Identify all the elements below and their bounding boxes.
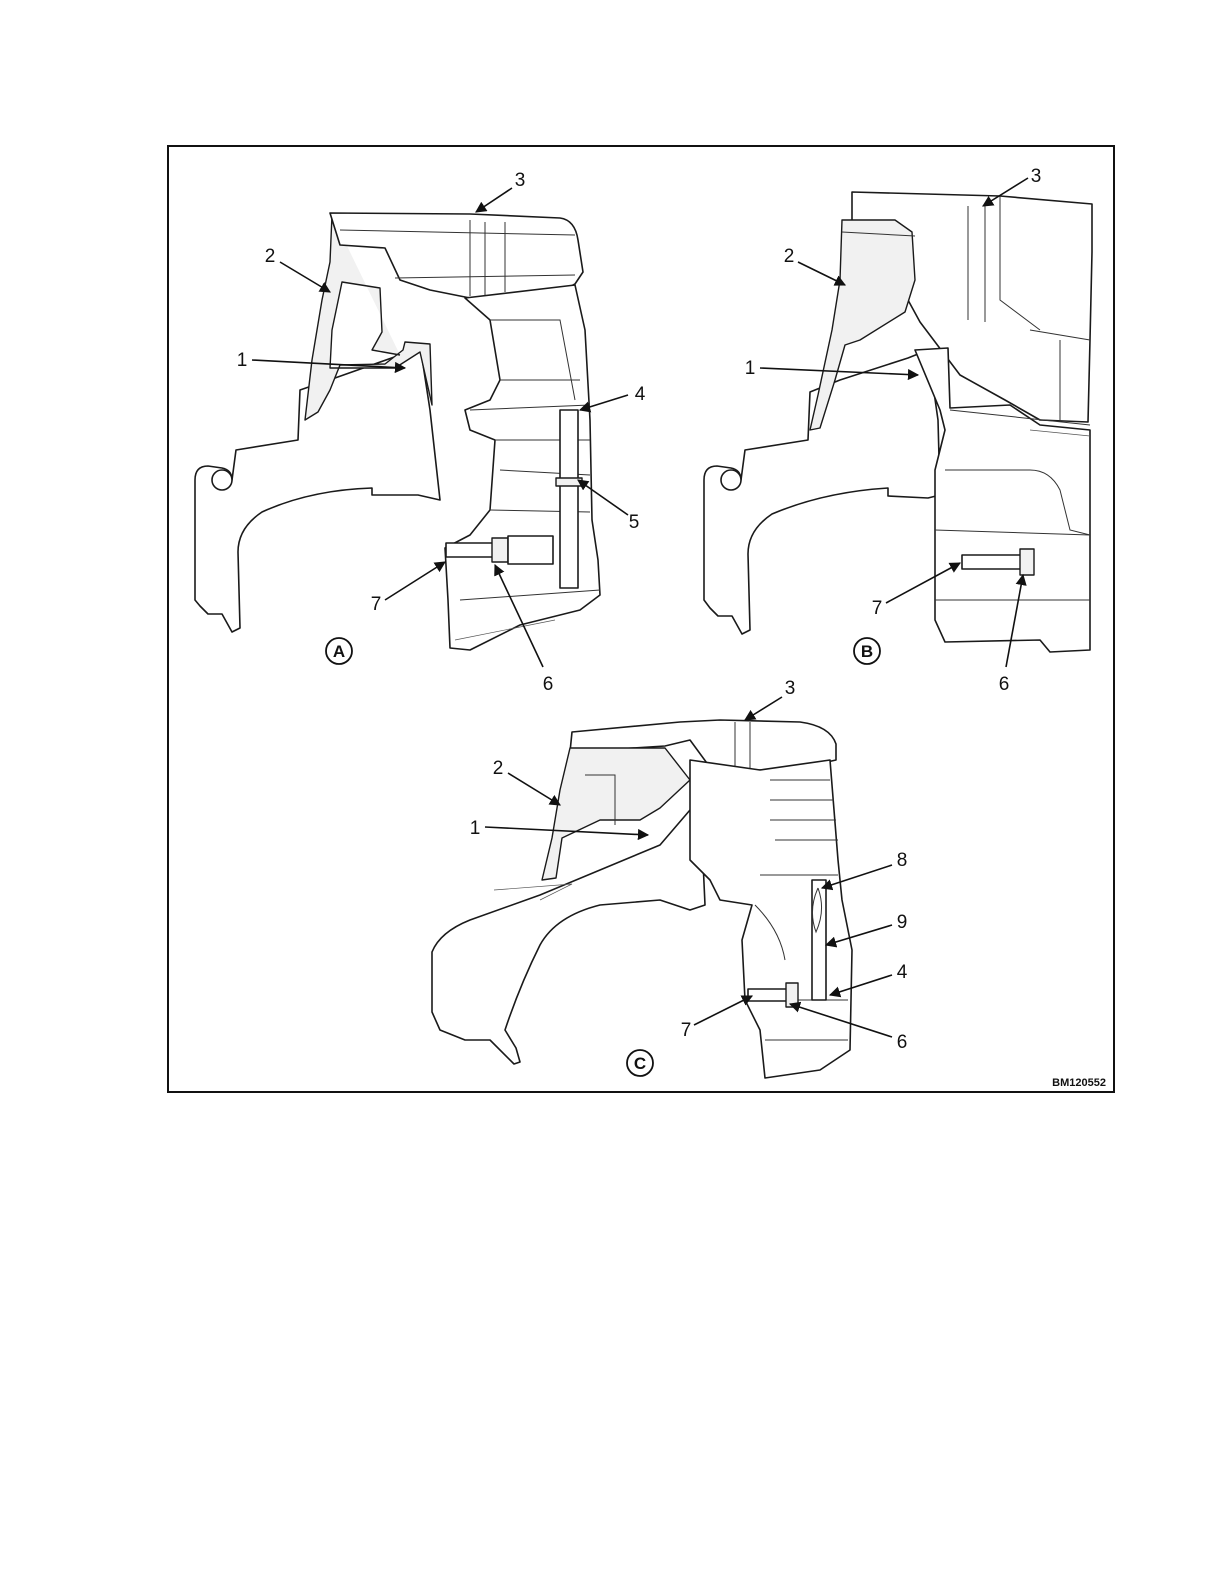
view-a-bracket-hole xyxy=(212,470,232,490)
leader-c-7 xyxy=(694,996,752,1025)
callout-a-2: 2 xyxy=(265,246,276,267)
view-a-pivot-rod xyxy=(560,410,578,588)
callout-c-6: 6 xyxy=(897,1032,908,1053)
callout-a-1: 1 xyxy=(237,350,248,371)
view-b-bolt xyxy=(962,555,1022,569)
callout-b-2: 2 xyxy=(784,246,795,267)
callout-a-3: 3 xyxy=(515,170,526,191)
view-a-bolt-block xyxy=(508,536,553,564)
callout-a-4: 4 xyxy=(635,384,646,405)
leader-c-2 xyxy=(508,773,560,805)
callout-b-3: 3 xyxy=(1031,166,1042,187)
callout-c-1: 1 xyxy=(470,818,481,839)
callout-c-9: 9 xyxy=(897,912,908,933)
callout-c-8: 8 xyxy=(897,850,908,871)
view-b-bracket-hole xyxy=(721,470,741,490)
callout-a-5: 5 xyxy=(629,512,640,533)
leader-a-3 xyxy=(476,188,512,212)
leader-a-2 xyxy=(280,262,330,292)
figure-id-label: BM120552 xyxy=(1052,1077,1106,1089)
callout-c-3: 3 xyxy=(785,678,796,699)
leader-c-3 xyxy=(745,697,782,720)
callout-b-6: 6 xyxy=(999,674,1010,695)
view-a-illustration xyxy=(195,213,600,650)
view-c-nut xyxy=(786,983,798,1007)
callout-b-7: 7 xyxy=(872,598,883,619)
leader-a-7 xyxy=(385,562,445,600)
callout-a-6: 6 xyxy=(543,674,554,695)
view-a-letter: A xyxy=(333,642,345,661)
callout-c-7: 7 xyxy=(681,1020,692,1041)
view-b-illustration xyxy=(704,192,1092,652)
view-b-letter: B xyxy=(861,642,873,661)
callout-c-2: 2 xyxy=(493,758,504,779)
view-a-nut xyxy=(492,538,508,562)
view-c-letter: C xyxy=(634,1054,646,1073)
callout-c-4: 4 xyxy=(897,962,908,983)
leader-b-2 xyxy=(798,262,845,285)
view-c-bolt xyxy=(748,989,790,1001)
view-c-center-body xyxy=(690,760,852,1078)
view-a-rod-collar xyxy=(556,478,582,486)
view-a-top-shell xyxy=(330,213,583,298)
callout-b-1: 1 xyxy=(745,358,756,379)
view-b-nut xyxy=(1020,549,1034,575)
callout-a-7: 7 xyxy=(371,594,382,615)
